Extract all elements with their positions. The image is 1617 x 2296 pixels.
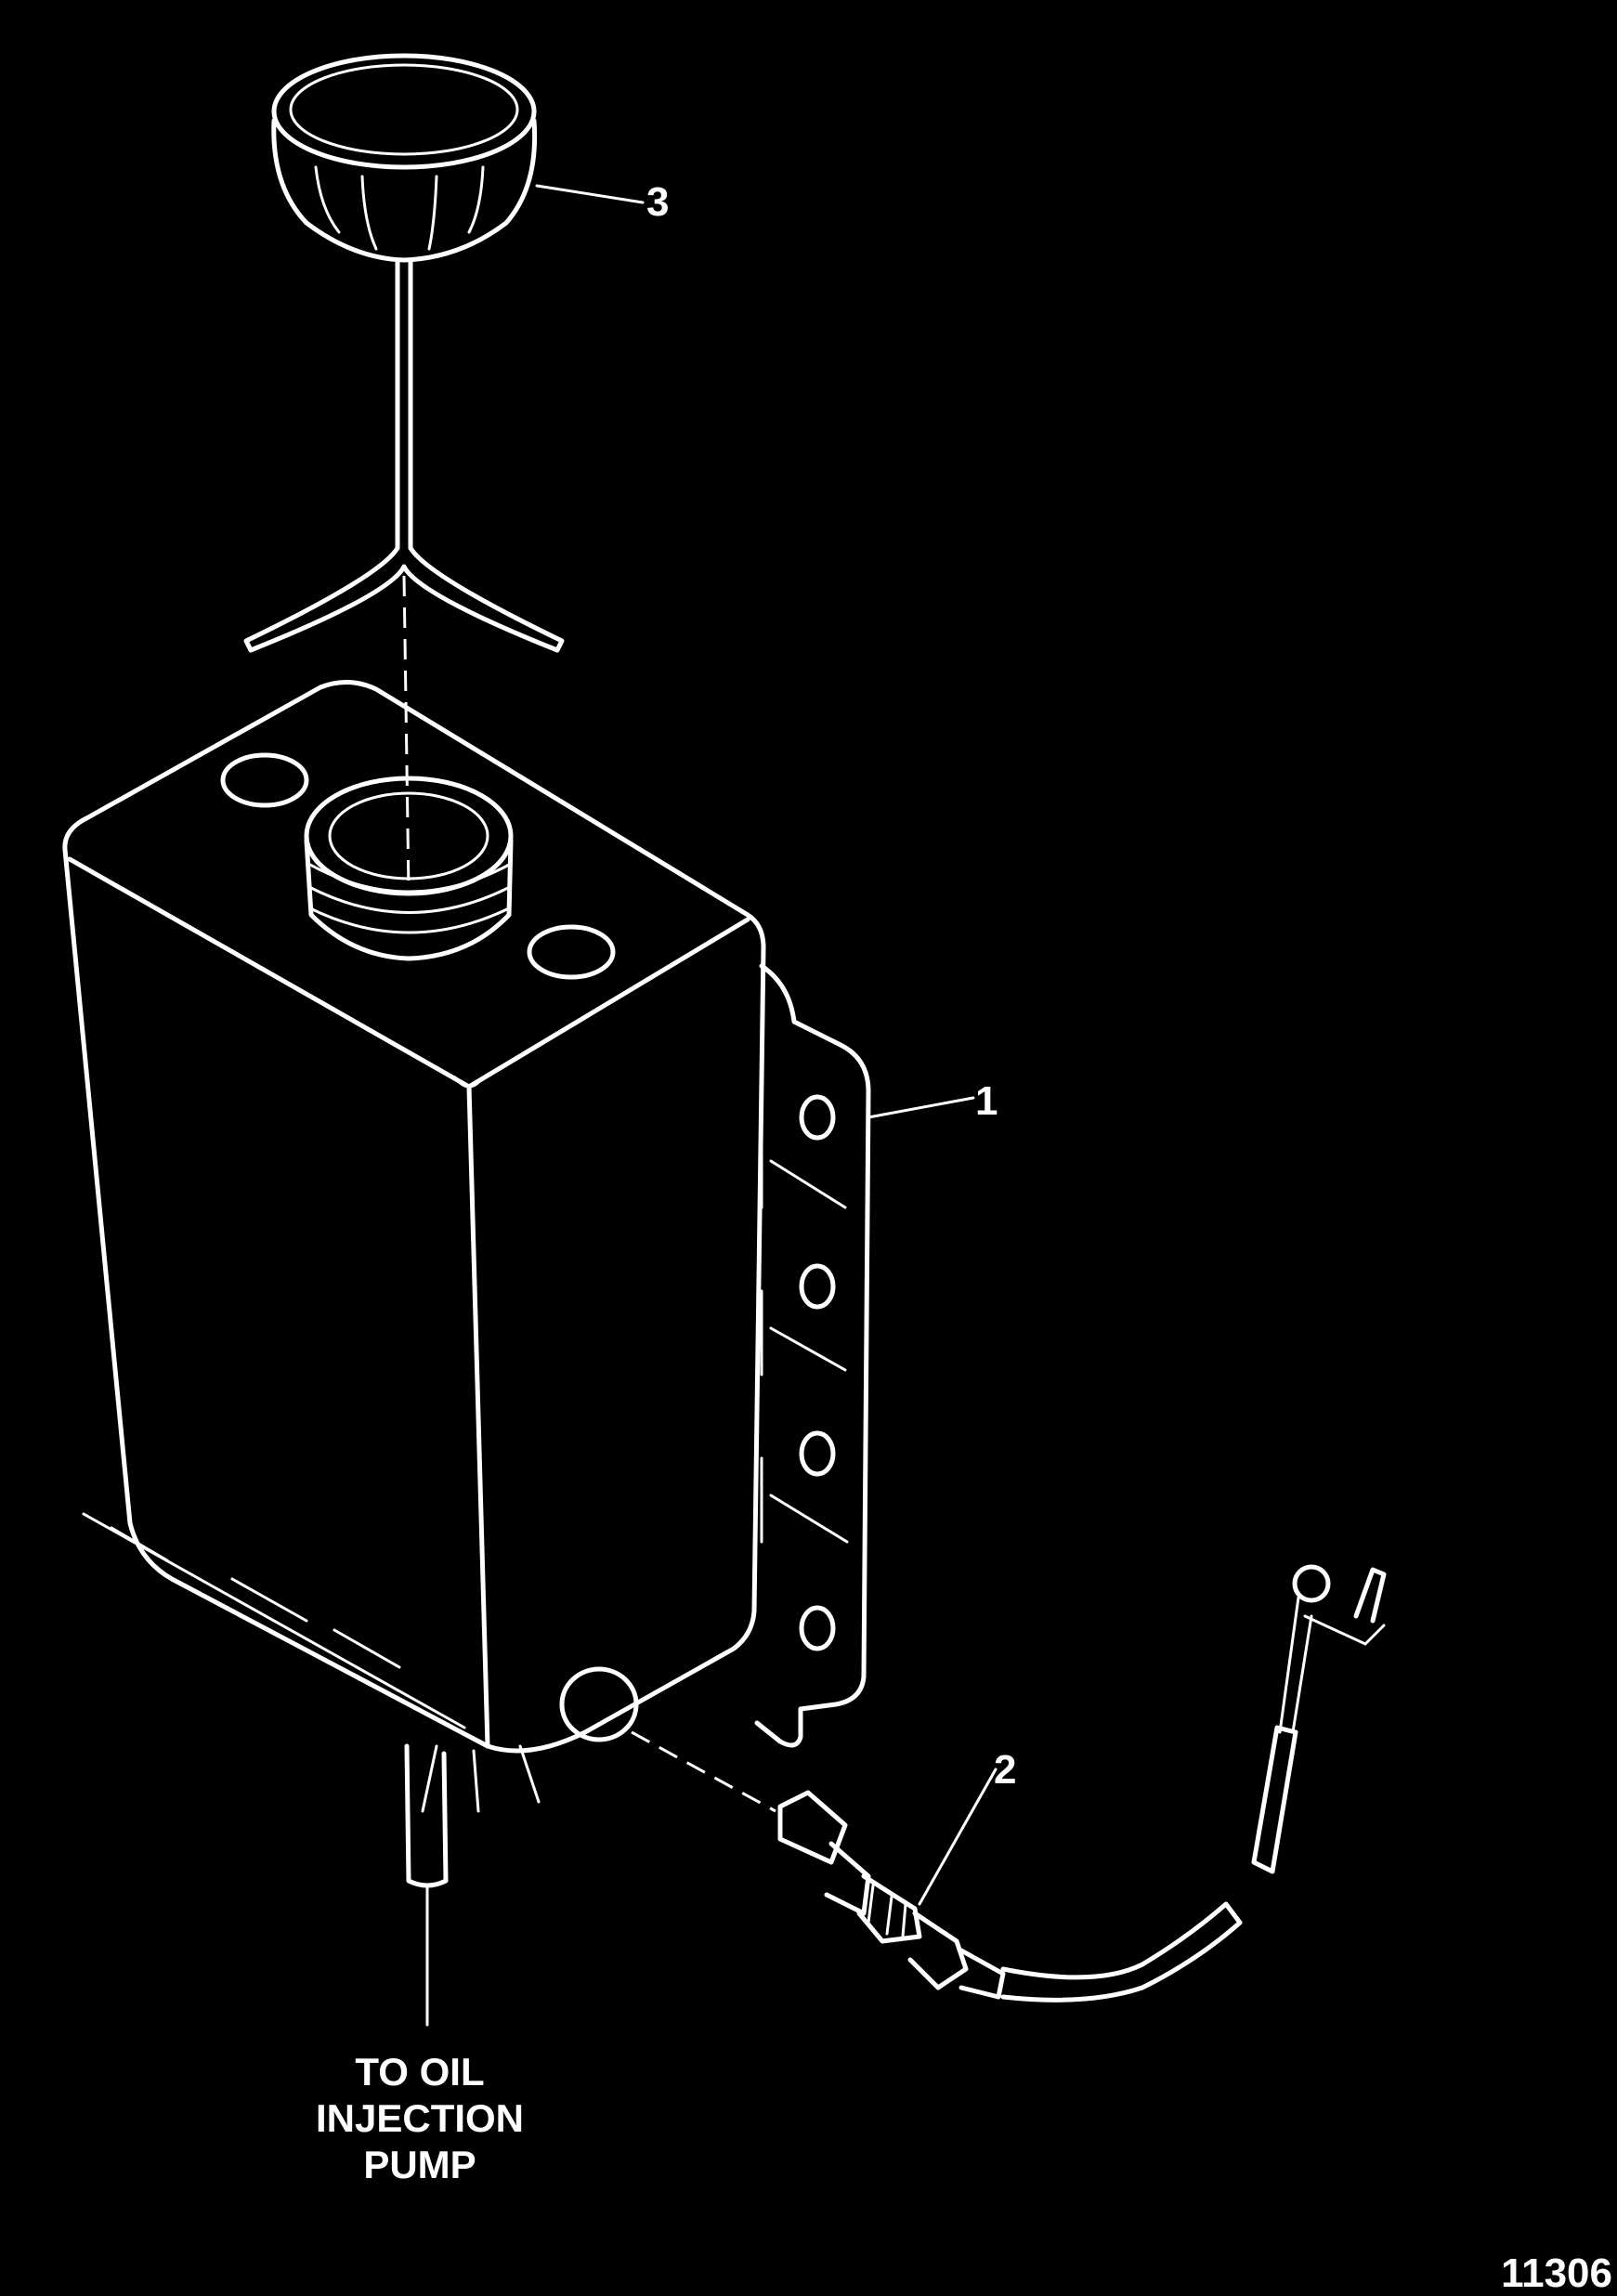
callout-3: 3: [646, 179, 669, 225]
callout-2: 2: [994, 1747, 1016, 1793]
oil-level-sender: [777, 1564, 1387, 2002]
cap-alignment-line: [402, 575, 411, 893]
callout-1: 1: [975, 1078, 998, 1124]
callout-leaders: [535, 184, 998, 1906]
note-line-3: PUMP: [363, 2143, 476, 2186]
note-line-1: TO OIL: [355, 2050, 484, 2094]
oil-tank: [62, 680, 871, 1888]
filler-cap-dipstick: [243, 53, 565, 653]
figure-number: 11306: [1501, 2250, 1612, 2296]
sender-alignment-line: [631, 1730, 776, 1813]
note-line-2: INJECTION: [316, 2096, 524, 2140]
